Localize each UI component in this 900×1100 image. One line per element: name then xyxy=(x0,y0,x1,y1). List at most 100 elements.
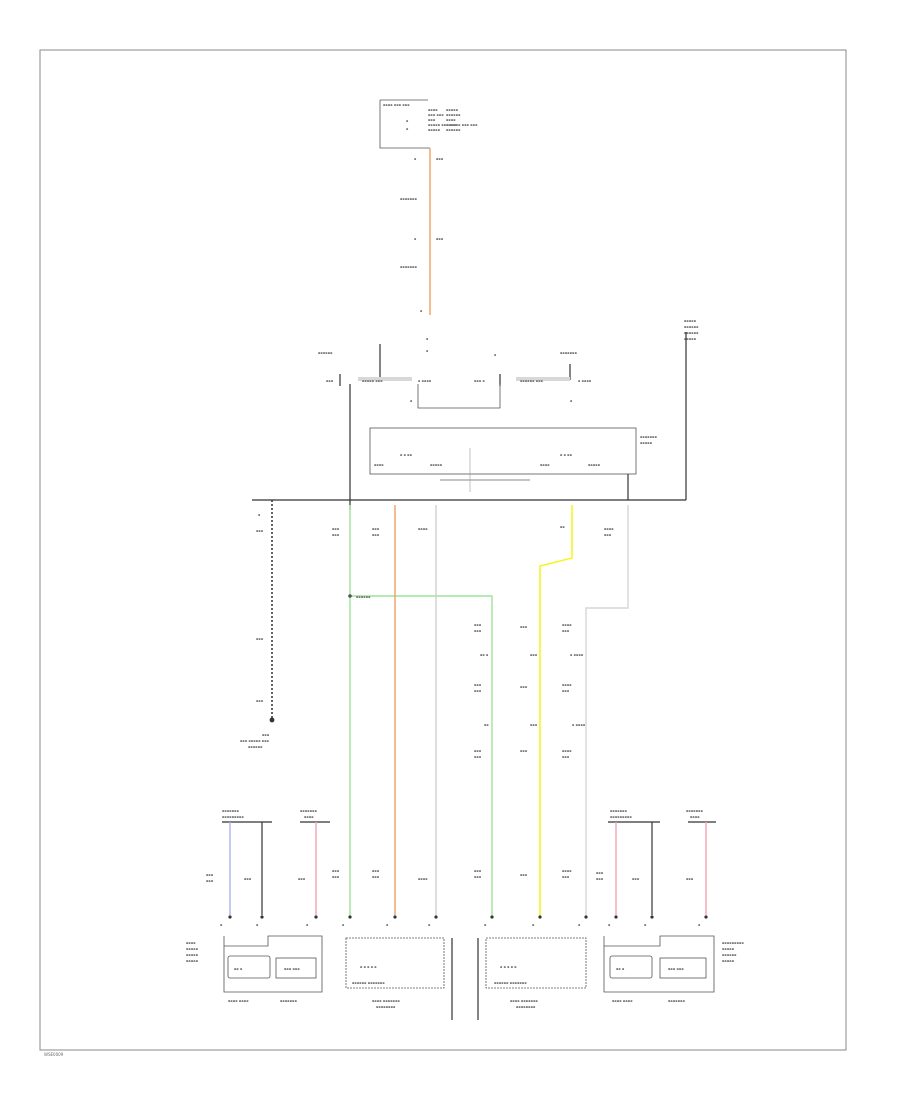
svg-text:▪ ▪▪▪▪: ▪ ▪▪▪▪ xyxy=(418,379,432,383)
svg-text:▪▪ ▪: ▪▪ ▪ xyxy=(480,653,489,657)
svg-text:▪▪▪▪: ▪▪▪▪ xyxy=(562,749,572,753)
svg-text:▪ ▪ ▪▪: ▪ ▪ ▪▪ xyxy=(400,453,413,457)
connector-pins: ▪ ▪ ▪ ▪ ▪ ▪ ▪ ▪ ▪ ▪ ▪ ▪ xyxy=(220,915,708,927)
svg-text:▪▪▪ ▪▪▪▪▪ ▪▪▪: ▪▪▪ ▪▪▪▪▪ ▪▪▪ xyxy=(240,739,270,743)
svg-text:▪▪▪▪ ▪▪▪▪: ▪▪▪▪ ▪▪▪▪ xyxy=(228,999,249,1003)
svg-text:▪: ▪ xyxy=(406,127,409,131)
svg-text:▪▪▪▪▪▪: ▪▪▪▪▪▪ xyxy=(318,351,333,355)
svg-text:▪▪▪: ▪▪▪ xyxy=(474,875,482,879)
svg-text:▪▪▪▪▪: ▪▪▪▪▪ xyxy=(446,108,459,112)
svg-text:▪: ▪ xyxy=(484,923,487,927)
svg-text:▪▪▪: ▪▪▪ xyxy=(372,533,380,537)
svg-text:▪▪▪▪▪▪: ▪▪▪▪▪▪ xyxy=(684,331,699,335)
svg-text:▪▪▪: ▪▪▪ xyxy=(520,685,528,689)
wire-labels: ▪▪▪ ▪▪▪ ▪▪▪ ▪▪▪ ▪▪▪▪ ▪▪ ▪▪▪▪ ▪▪▪ ▪▪▪ ▪▪▪… xyxy=(332,525,614,881)
svg-text:▪▪▪: ▪▪▪ xyxy=(474,623,482,627)
svg-text:▪▪▪▪: ▪▪▪▪ xyxy=(418,527,428,531)
svg-text:▪▪▪▪▪▪: ▪▪▪▪▪▪ xyxy=(248,745,263,749)
svg-text:▪▪▪▪▪▪▪▪▪: ▪▪▪▪▪▪▪▪▪ xyxy=(610,815,632,819)
svg-text:▪▪▪: ▪▪▪ xyxy=(596,877,604,881)
svg-text:▪▪▪: ▪▪▪ xyxy=(562,629,570,633)
svg-text:▪▪▪: ▪▪▪ xyxy=(256,699,264,703)
svg-text:▪▪▪▪▪▪▪▪▪: ▪▪▪▪▪▪▪▪▪ xyxy=(722,941,744,945)
svg-text:▪: ▪ xyxy=(386,923,389,927)
svg-text:▪▪ ▪: ▪▪ ▪ xyxy=(616,967,625,971)
svg-text:▪▪▪: ▪▪▪ xyxy=(474,869,482,873)
svg-text:▪▪▪: ▪▪▪ xyxy=(562,689,570,693)
svg-text:▪: ▪ xyxy=(414,157,417,161)
svg-text:▪▪▪▪: ▪▪▪▪ xyxy=(690,815,700,819)
svg-text:▪▪▪: ▪▪▪ xyxy=(686,877,694,881)
top-connector: ▪▪▪▪ ▪▪▪ ▪▪▪ ▪▪▪▪ ▪▪▪ ▪▪▪ ▪▪▪ ▪▪▪▪▪ ▪▪▪ … xyxy=(379,99,478,149)
right-actuator: ▪ ▪ ▪ ▪ ▪ ▪▪▪▪▪▪ ▪▪▪▪▪▪▪ ▪▪▪▪ ▪▪▪▪▪▪▪ ▪▪… xyxy=(485,937,587,1009)
svg-text:▪▪▪▪: ▪▪▪▪ xyxy=(186,941,196,945)
left-mirror-assembly: ▪▪▪▪ ▪▪▪▪▪ ▪▪▪▪▪ ▪▪▪▪▪ ▪▪ ▪ ▪▪▪ ▪▪▪ ▪▪▪▪… xyxy=(186,935,323,1003)
svg-text:▪▪▪: ▪▪▪ xyxy=(562,875,570,879)
svg-text:▪▪▪: ▪▪▪ xyxy=(372,875,380,879)
svg-text:▪: ▪ xyxy=(410,399,413,403)
svg-text:▪▪▪: ▪▪▪ xyxy=(520,749,528,753)
svg-text:▪▪: ▪▪ xyxy=(484,723,489,727)
svg-text:▪▪▪▪▪▪▪: ▪▪▪▪▪▪▪ xyxy=(400,265,418,269)
svg-text:▪▪▪: ▪▪▪ xyxy=(428,118,436,122)
svg-text:▪: ▪ xyxy=(698,923,701,927)
svg-text:▪▪▪▪: ▪▪▪▪ xyxy=(374,463,384,467)
svg-text:▪: ▪ xyxy=(306,923,309,927)
svg-text:▪▪▪: ▪▪▪ xyxy=(436,157,444,161)
svg-text:▪▪▪▪▪▪▪: ▪▪▪▪▪▪▪ xyxy=(668,999,686,1003)
svg-text:▪▪▪▪▪▪▪: ▪▪▪▪▪▪▪ xyxy=(280,999,298,1003)
green-wire: ▪▪▪▪▪▪ xyxy=(348,505,493,915)
svg-text:▪▪▪▪▪: ▪▪▪▪▪ xyxy=(186,947,199,951)
svg-text:▪▪▪▪▪: ▪▪▪▪▪ xyxy=(684,337,697,341)
svg-text:▪▪▪▪▪▪: ▪▪▪▪▪▪ xyxy=(722,953,737,957)
svg-text:▪▪▪▪▪▪▪: ▪▪▪▪▪▪▪ xyxy=(686,809,704,813)
svg-text:▪▪▪▪ ▪▪▪▪▪▪▪: ▪▪▪▪ ▪▪▪▪▪▪▪ xyxy=(372,999,400,1003)
svg-text:▪▪▪ ▪: ▪▪▪ ▪ xyxy=(474,379,485,383)
svg-text:▪▪▪▪▪▪▪: ▪▪▪▪▪▪▪ xyxy=(640,435,658,439)
svg-text:▪▪▪▪: ▪▪▪▪ xyxy=(446,118,456,122)
svg-text:▪▪▪▪▪▪▪▪▪: ▪▪▪▪▪▪▪▪▪ xyxy=(222,815,244,819)
svg-text:▪▪▪▪: ▪▪▪▪ xyxy=(604,527,614,531)
svg-text:▪▪▪: ▪▪▪ xyxy=(332,527,340,531)
svg-text:▪▪▪▪▪▪ ▪▪▪: ▪▪▪▪▪▪ ▪▪▪ xyxy=(520,379,544,383)
svg-text:▪▪▪: ▪▪▪ xyxy=(474,749,482,753)
svg-text:▪▪▪: ▪▪▪ xyxy=(520,625,528,629)
left-turn-lamp-group: ▪▪▪▪▪▪▪ ▪▪▪▪▪▪▪▪▪ ▪▪▪ ▪▪▪ ▪▪▪ ▪▪▪▪▪▪▪ ▪▪… xyxy=(206,809,330,915)
svg-text:▪▪▪▪▪: ▪▪▪▪▪ xyxy=(640,441,653,445)
svg-text:▪ ▪ ▪▪: ▪ ▪ ▪▪ xyxy=(560,453,573,457)
svg-text:▪▪▪▪: ▪▪▪▪ xyxy=(418,877,428,881)
svg-text:▪: ▪ xyxy=(258,513,261,517)
svg-text:▪▪▪▪▪▪▪▪: ▪▪▪▪▪▪▪▪ xyxy=(376,1005,396,1009)
svg-text:▪▪▪▪▪: ▪▪▪▪▪ xyxy=(684,319,697,323)
svg-text:▪▪▪▪ ▪▪▪ ▪▪▪: ▪▪▪▪ ▪▪▪ ▪▪▪ xyxy=(383,103,410,107)
svg-text:▪▪▪▪▪▪ ▪▪▪▪▪▪▪: ▪▪▪▪▪▪ ▪▪▪▪▪▪▪ xyxy=(352,981,385,985)
svg-text:▪▪▪: ▪▪▪ xyxy=(604,533,612,537)
svg-text:▪▪▪: ▪▪▪ xyxy=(632,877,640,881)
diagram-frame xyxy=(39,49,847,1051)
svg-text:▪▪▪: ▪▪▪ xyxy=(244,877,252,881)
orange-wire-top: ▪ ▪▪▪ ▪▪▪▪▪▪▪ ▪ ▪▪▪ ▪▪▪▪▪▪▪ ▪ xyxy=(400,148,444,315)
svg-text:▪: ▪ xyxy=(342,923,345,927)
svg-text:▪▪▪: ▪▪▪ xyxy=(474,689,482,693)
svg-text:▪: ▪ xyxy=(494,353,497,357)
svg-text:▪▪▪ ▪▪▪: ▪▪▪ ▪▪▪ xyxy=(428,113,444,117)
svg-text:▪: ▪ xyxy=(256,923,259,927)
svg-text:▪▪▪▪ ▪▪▪▪: ▪▪▪▪ ▪▪▪▪ xyxy=(612,999,633,1003)
svg-text:▪▪▪▪▪: ▪▪▪▪▪ xyxy=(430,463,443,467)
svg-text:▪▪▪: ▪▪▪ xyxy=(332,869,340,873)
svg-text:▪▪▪▪▪: ▪▪▪▪▪ xyxy=(186,959,199,963)
svg-text:▪▪▪: ▪▪▪ xyxy=(596,871,604,875)
svg-text:▪▪: ▪▪ xyxy=(560,525,565,529)
svg-text:▪▪▪▪▪▪: ▪▪▪▪▪▪ xyxy=(446,128,461,132)
svg-text:▪▪▪▪▪: ▪▪▪▪▪ xyxy=(588,463,601,467)
svg-text:▪▪▪: ▪▪▪ xyxy=(520,873,528,877)
svg-text:▪▪▪▪▪▪▪: ▪▪▪▪▪▪▪ xyxy=(222,809,240,813)
svg-text:▪▪▪▪▪: ▪▪▪▪▪ xyxy=(722,947,735,951)
svg-text:▪: ▪ xyxy=(414,237,417,241)
svg-text:▪▪▪▪: ▪▪▪▪ xyxy=(562,623,572,627)
selector-switch: ▪ ▪ ▪▪ ▪▪▪▪ ▪▪▪▪▪ ▪ ▪ ▪▪ ▪▪▪▪ ▪▪▪▪▪ ▪▪▪▪… xyxy=(369,427,658,492)
svg-text:▪▪▪▪▪▪▪: ▪▪▪▪▪▪▪ xyxy=(610,809,628,813)
svg-text:▪ ▪ ▪ ▪ ▪: ▪ ▪ ▪ ▪ ▪ xyxy=(360,965,377,969)
svg-text:▪: ▪ xyxy=(426,337,429,341)
svg-text:▪: ▪ xyxy=(406,119,409,123)
